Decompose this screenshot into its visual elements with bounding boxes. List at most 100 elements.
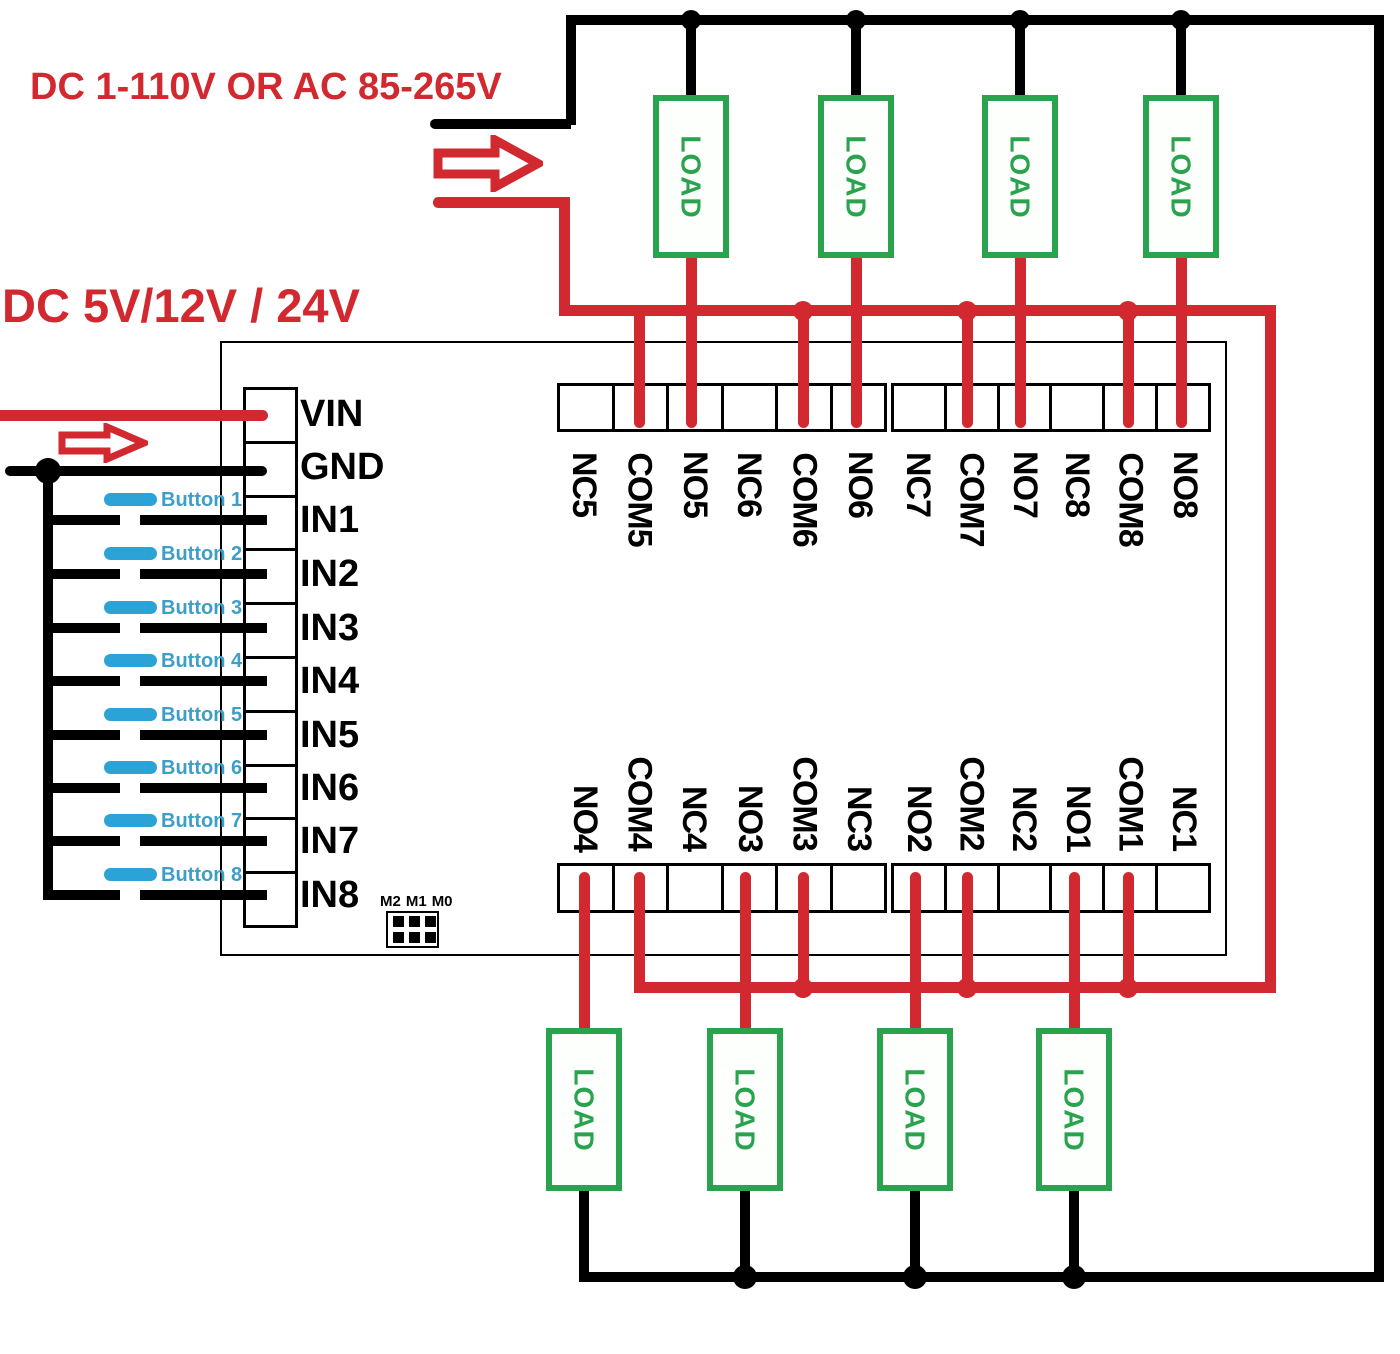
- terminal-label: NC1: [1165, 785, 1204, 851]
- wire-red-com2: [962, 872, 973, 988]
- pin-label-in3: IN3: [300, 607, 360, 649]
- junction-dot: [1062, 1265, 1086, 1289]
- terminal-cell: [778, 386, 833, 429]
- pin-cell: [246, 444, 295, 498]
- terminal-label: COM1: [1111, 755, 1150, 851]
- wire-red-vin: [0, 410, 268, 421]
- wire-red-com1: [1123, 872, 1134, 988]
- terminal-label: NC5: [565, 451, 604, 517]
- wire-button8-left: [43, 890, 120, 900]
- wire-red-no3: [740, 872, 751, 1032]
- jumper-pin: [409, 916, 420, 927]
- junction-dot: [793, 301, 813, 321]
- wire-black-load5-drop: [686, 20, 696, 100]
- load-box-3: LOAD: [707, 1028, 783, 1191]
- terminal-cell: [669, 866, 724, 910]
- bottom-terminal-block-left: [557, 863, 887, 913]
- wire-black-right-return: [1374, 15, 1384, 1282]
- terminal-label: NO1: [1058, 784, 1097, 852]
- button-5-symbol: [104, 708, 157, 721]
- pin-label-in2: IN2: [300, 553, 360, 595]
- terminal-cell: [1158, 866, 1208, 910]
- wire-button2-left: [43, 569, 120, 579]
- junction-dot: [681, 10, 701, 30]
- junction-dot: [1118, 301, 1138, 321]
- junction-dot: [1171, 10, 1191, 30]
- pin-cell: [246, 713, 295, 767]
- wire-black-ac-riser: [566, 15, 576, 125]
- jumper-pin: [425, 932, 436, 943]
- wire-black-load1-drop: [1069, 1182, 1079, 1282]
- wire-button4-left: [43, 676, 120, 686]
- jumper-pin: [393, 916, 404, 927]
- terminal-cell: [724, 866, 778, 910]
- pin-cell: [246, 767, 295, 821]
- wire-button5-right: [140, 730, 267, 740]
- terminal-cell: [1052, 386, 1106, 429]
- mode-jumper-block: [386, 911, 439, 948]
- junction-dot: [846, 10, 866, 30]
- wire-button1-left: [43, 515, 120, 525]
- wire-button1-right: [140, 515, 267, 525]
- bottom-terminal-block-right: [891, 863, 1211, 913]
- terminal-cell: [947, 866, 1000, 910]
- pin-label-in4: IN4: [300, 660, 360, 702]
- jumper-pin: [393, 932, 404, 943]
- wire-red-no7: [1015, 250, 1026, 428]
- load-box-2: LOAD: [877, 1028, 953, 1191]
- terminal-cell: [560, 386, 615, 429]
- terminal-label: NO3: [730, 784, 769, 852]
- wire-red-ac-drop: [559, 197, 570, 316]
- terminal-label: NO5: [675, 450, 714, 518]
- jumper-label-m1: M1: [405, 893, 427, 910]
- wire-red-no2: [910, 872, 921, 1032]
- wire-red-com6: [798, 305, 809, 428]
- wire-black-load8-drop: [1176, 20, 1186, 100]
- dc-flow-arrow-icon: [58, 423, 148, 463]
- wire-black-load3-drop: [740, 1182, 750, 1282]
- button-3-label: Button 3: [161, 597, 243, 619]
- terminal-cell: [894, 386, 947, 429]
- pin-label-in7: IN7: [300, 820, 360, 862]
- wire-button3-right: [140, 623, 267, 633]
- terminal-cell: [894, 866, 947, 910]
- terminal-label: COM5: [620, 451, 659, 547]
- button-3-symbol: [104, 601, 157, 614]
- terminal-label: COM2: [952, 755, 991, 851]
- pin-label-in5: IN5: [300, 714, 360, 756]
- pin-label-in6: IN6: [300, 767, 360, 809]
- terminal-cell: [1000, 386, 1053, 429]
- wire-button3-left: [43, 623, 120, 633]
- wire-red-top-bus: [559, 305, 1276, 316]
- pin-label-vin: VIN: [300, 393, 364, 435]
- load-box-1: LOAD: [1036, 1028, 1112, 1191]
- wire-red-ac-supply: [433, 197, 570, 208]
- wire-button6-right: [140, 783, 267, 793]
- wire-red-no6: [851, 250, 862, 428]
- button-6-symbol: [104, 761, 157, 774]
- wire-red-no4: [579, 872, 590, 1032]
- junction-dot: [1118, 978, 1138, 998]
- junction-dot: [733, 1265, 757, 1289]
- button-5-label: Button 5: [161, 704, 243, 726]
- junction-dot: [793, 978, 813, 998]
- wire-button2-right: [140, 569, 267, 579]
- junction-dot: [1010, 10, 1030, 30]
- wire-black-load2-drop: [910, 1182, 920, 1282]
- terminal-cell: [1000, 866, 1053, 910]
- wire-black-ac-supply: [430, 119, 571, 129]
- pin-cell: [246, 659, 295, 713]
- button-7-label: Button 7: [161, 810, 243, 832]
- terminal-label: COM3: [785, 755, 824, 851]
- jumper-pin: [425, 916, 436, 927]
- button-8-symbol: [104, 868, 157, 881]
- wire-red-com8: [1123, 305, 1134, 428]
- terminal-cell: [560, 866, 615, 910]
- button-4-label: Button 4: [161, 650, 243, 672]
- load-box-5: LOAD: [653, 95, 729, 258]
- junction-dot: [35, 458, 61, 484]
- load-box-4: LOAD: [546, 1028, 622, 1191]
- terminal-label: NO7: [1005, 450, 1044, 518]
- terminal-label: NO8: [1165, 450, 1204, 518]
- wire-red-bottom-bus: [634, 982, 1276, 993]
